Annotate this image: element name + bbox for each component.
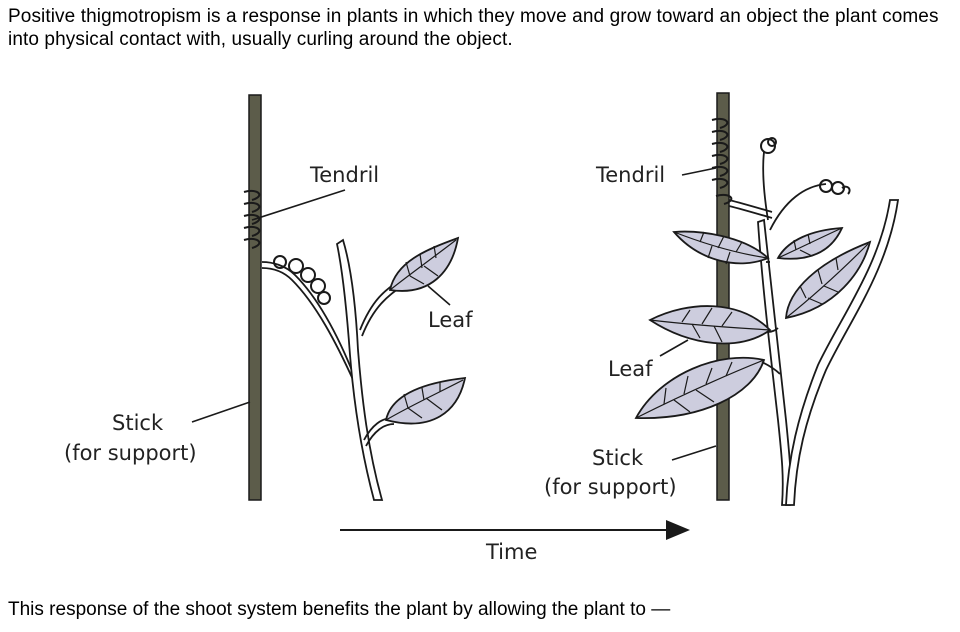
right-stick-sublabel: (for support) — [544, 475, 677, 499]
right-leaf-4 — [648, 305, 772, 345]
left-panel: Tendril Leaf Stick (for support) — [64, 94, 473, 501]
left-stick-sublabel: (for support) — [64, 441, 197, 465]
right-leaf-3 — [785, 240, 872, 320]
question-text: This response of the shoot system benefi… — [8, 599, 671, 620]
right-main-stem — [757, 218, 792, 506]
left-lower-leaf — [384, 376, 467, 425]
left-main-stem — [335, 238, 384, 501]
time-label: Time — [485, 540, 537, 564]
right-panel: Tendril Leaf Stick (for support) — [544, 92, 900, 506]
intro-text: Positive thigmotropism is a response in … — [8, 6, 939, 50]
left-tendril — [261, 255, 356, 385]
time-arrow: Time — [340, 520, 690, 564]
right-leaf-5 — [634, 356, 766, 419]
left-upper-leaf — [388, 236, 460, 292]
right-tendril-label: Tendril — [595, 163, 665, 187]
left-tendril-label: Tendril — [309, 163, 379, 187]
right-stick-coil — [711, 118, 733, 205]
right-stick-label: Stick — [592, 446, 644, 470]
left-leaf-label: Leaf — [428, 308, 473, 332]
right-leaf-label: Leaf — [608, 357, 653, 381]
left-stick-label: Stick — [112, 411, 164, 435]
right-leaf-1 — [672, 230, 770, 265]
right-leaf-2 — [776, 227, 844, 260]
left-stick — [248, 94, 262, 501]
left-stick-coil — [243, 190, 261, 249]
